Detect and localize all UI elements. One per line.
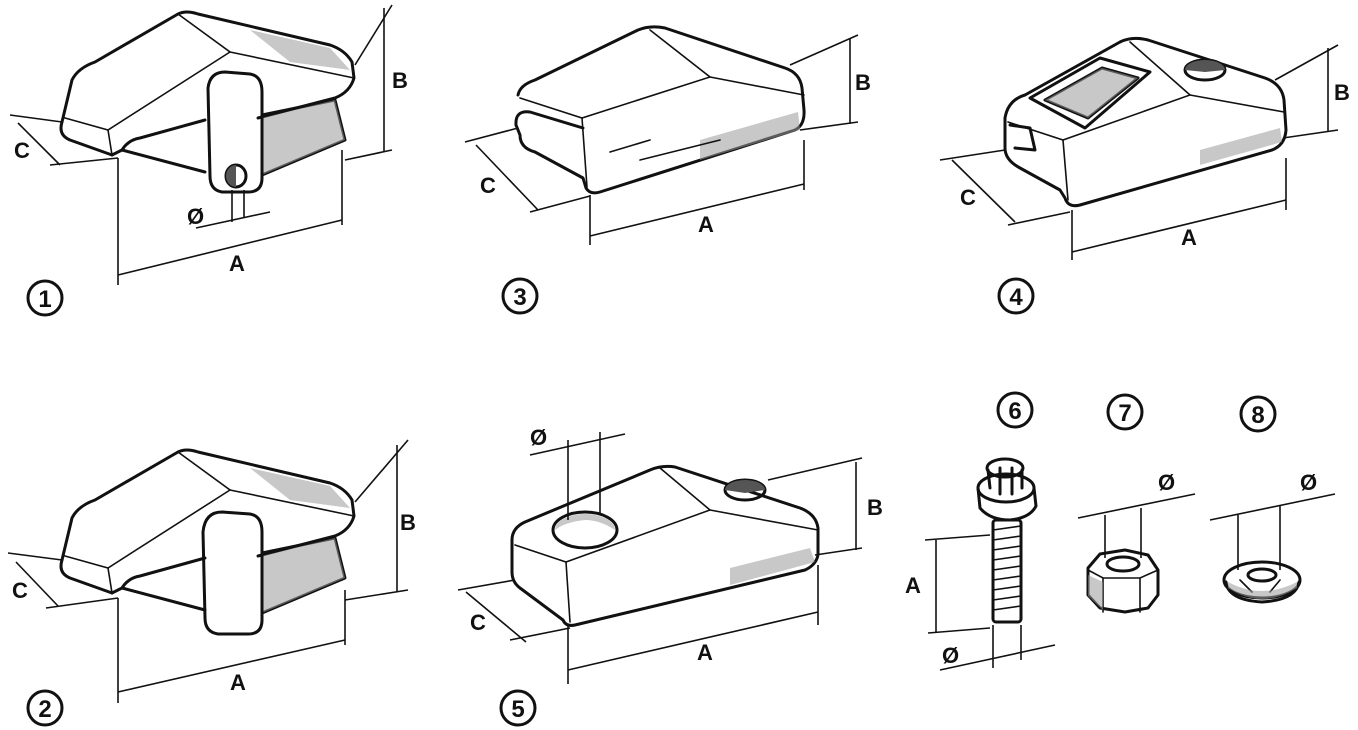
part-7-number-circle bbox=[1106, 393, 1144, 431]
part-8-number: 8 bbox=[1251, 402, 1264, 429]
part-3-label-a: A bbox=[698, 212, 714, 237]
part-5-number: 5 bbox=[511, 696, 524, 723]
part-3-dimensions: A B C 3 bbox=[464, 34, 871, 315]
part-1-number-circle bbox=[26, 279, 64, 317]
part-8-label-diameter: Ø bbox=[1300, 470, 1317, 495]
part-4-dimensions: A B C 4 bbox=[939, 44, 1350, 315]
part-5-label-b: B bbox=[867, 495, 883, 520]
part-5-label-a: A bbox=[697, 640, 713, 665]
part-2-label-a: A bbox=[230, 670, 246, 695]
part-2-clamp bbox=[59, 448, 356, 636]
part-6-label-a: A bbox=[905, 573, 921, 598]
part-1-dimensions: A B C Ø 1 bbox=[9, 4, 408, 317]
part-1-label-c: C bbox=[14, 138, 30, 163]
part-8-washer bbox=[1222, 560, 1302, 604]
part-2-label-b: B bbox=[400, 510, 416, 535]
part-4-block bbox=[1003, 36, 1288, 208]
part-6-label-diameter: Ø bbox=[942, 643, 959, 668]
part-2-dimensions: A B C 2 bbox=[7, 439, 416, 727]
part-6-number-circle bbox=[996, 391, 1034, 429]
part-4-number-circle bbox=[997, 277, 1035, 315]
part-2-label-c: C bbox=[12, 578, 28, 603]
part-8-number-circle bbox=[1239, 395, 1277, 433]
part-1-number: 1 bbox=[38, 286, 51, 313]
part-4-label-c: C bbox=[960, 185, 976, 210]
part-1-label-b: B bbox=[392, 68, 408, 93]
part-6-number: 6 bbox=[1008, 398, 1021, 425]
part-1-label-a: A bbox=[229, 251, 245, 276]
part-3-number: 3 bbox=[513, 284, 526, 311]
part-5-number-circle bbox=[499, 689, 537, 727]
part-3-number-circle bbox=[501, 277, 539, 315]
part-3-label-b: B bbox=[855, 70, 871, 95]
part-7-nut bbox=[1086, 548, 1160, 614]
part-5-label-c: C bbox=[470, 610, 486, 635]
part-4-label-a: A bbox=[1181, 225, 1197, 250]
part-6-bolt bbox=[976, 457, 1038, 624]
part-5-block bbox=[510, 464, 820, 627]
part-3-block bbox=[514, 25, 806, 195]
part-1-label-diameter: Ø bbox=[187, 204, 204, 229]
part-5-label-diameter: Ø bbox=[530, 425, 547, 450]
part-7-number: 7 bbox=[1118, 400, 1131, 427]
part-2-number-circle bbox=[26, 689, 64, 727]
part-4-number: 4 bbox=[1009, 284, 1023, 311]
part-2-number: 2 bbox=[38, 696, 51, 723]
part-6-dimensions: A Ø 6 bbox=[905, 391, 1056, 671]
part-5-dimensions: A B C Ø 5 bbox=[457, 425, 883, 727]
part-7-label-diameter: Ø bbox=[1158, 470, 1175, 495]
part-4-label-b: B bbox=[1334, 80, 1350, 105]
part-3-label-c: C bbox=[480, 173, 496, 198]
part-7-dimensions: Ø 7 bbox=[1077, 393, 1196, 558]
part-1-clamp bbox=[59, 10, 356, 194]
part-8-dimensions: Ø 8 bbox=[1209, 395, 1336, 570]
